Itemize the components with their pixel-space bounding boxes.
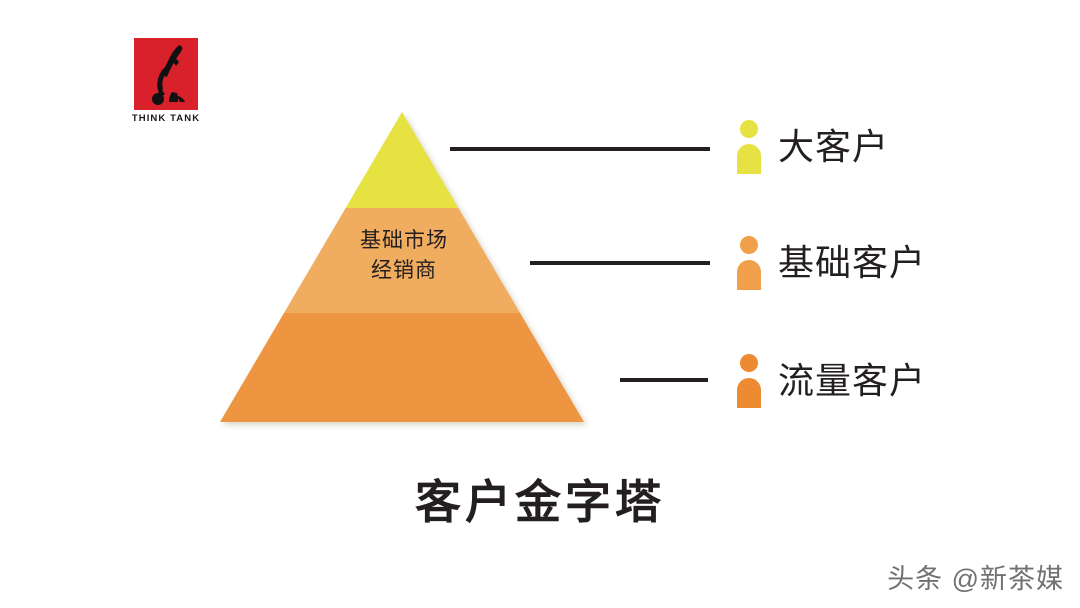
- leader-line-middle: [530, 261, 710, 265]
- legend-item-traffic-customer[interactable]: 流量客户: [736, 352, 926, 410]
- leader-line-top: [450, 147, 710, 151]
- pyramid-tier-bottom: [220, 313, 584, 422]
- legend-label-traffic-customer: 流量客户: [778, 360, 927, 401]
- person-icon: [736, 352, 762, 410]
- person-icon: [736, 234, 762, 292]
- watermark: 头条 @新茶媒: [887, 564, 1064, 594]
- logo-text: THINK TANK: [131, 113, 201, 124]
- customer-pyramid: 基础市场 经销商: [218, 108, 590, 430]
- page-title: 客户金字塔: [415, 476, 665, 528]
- pyramid-tier-top: [220, 112, 584, 208]
- legend-label-base-customer: 基础客户: [778, 242, 927, 283]
- logo: THINK TANK: [130, 38, 202, 124]
- think-tank-diver-logo-icon: [134, 38, 198, 110]
- legend-label-key-account: 大客户: [778, 126, 890, 167]
- leader-line-bottom: [620, 378, 708, 382]
- person-icon: [736, 118, 762, 176]
- pyramid-middle-label-line1: 基础市场: [360, 229, 448, 252]
- legend-item-base-customer[interactable]: 基础客户: [736, 234, 926, 292]
- legend-item-key-account[interactable]: 大客户: [736, 118, 889, 176]
- pyramid-middle-label: 基础市场 经销商: [218, 226, 590, 286]
- pyramid-middle-label-line2: 经销商: [371, 259, 437, 282]
